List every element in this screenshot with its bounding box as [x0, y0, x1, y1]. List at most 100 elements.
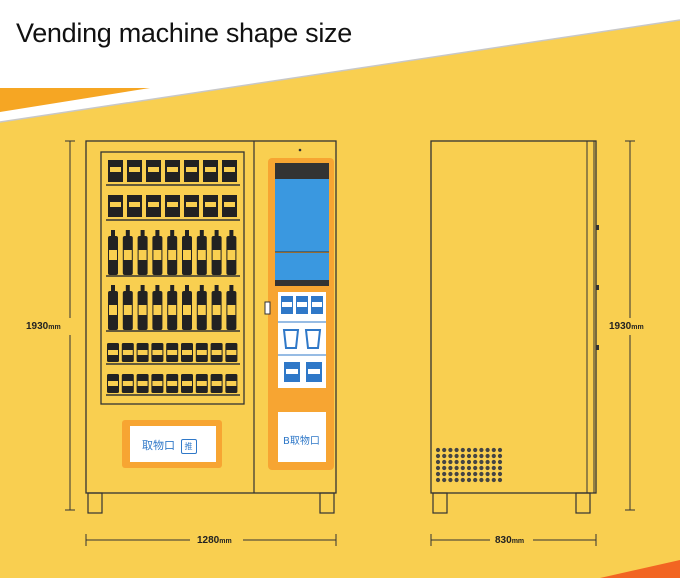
vent-hole [473, 471, 478, 477]
side-machine [430, 140, 599, 514]
can-label [108, 350, 118, 355]
vent-hole [460, 477, 465, 483]
bottle-label [197, 250, 206, 260]
dimension-height-side: 1930mm [609, 321, 644, 332]
vent-hole [448, 477, 453, 483]
sample-packet-label [308, 369, 320, 374]
bottle-cap [170, 285, 175, 291]
vent-hole [448, 453, 453, 459]
bottle-label [138, 250, 147, 260]
bottle-cap [170, 230, 175, 236]
bottle-cap [229, 230, 234, 236]
bottle-cap [199, 230, 204, 236]
vent-hole [448, 465, 453, 471]
vent-hole [485, 465, 490, 471]
vent-hole [491, 471, 496, 477]
door-lock [264, 301, 271, 315]
vent-hole [435, 477, 441, 483]
dimension-width-front: 1280mm [197, 535, 232, 546]
vent-hole [497, 459, 503, 465]
bottle-cap [155, 230, 160, 236]
vent-hole [479, 471, 484, 477]
bottle-cap [214, 230, 219, 236]
vent-hole [448, 447, 453, 453]
vent-hole [491, 477, 496, 483]
snack-label [224, 202, 235, 207]
can-label [182, 381, 192, 386]
display-window [100, 151, 245, 405]
pickup-port-right [278, 412, 326, 462]
bottle-label [109, 250, 117, 260]
vent-hole [460, 447, 465, 453]
header-divider-line [0, 19, 680, 123]
dimension-depth-side: 830mm [495, 535, 525, 546]
can-label [167, 350, 178, 355]
vent-hole [435, 447, 441, 453]
vent-hole [497, 471, 503, 477]
vent-hole [497, 477, 503, 483]
header-orange-accent [0, 88, 150, 112]
camera-dot [298, 148, 302, 152]
vent-hole [485, 453, 490, 459]
can-label [226, 381, 237, 386]
vent-hole [479, 465, 484, 471]
vent-hole [473, 459, 478, 465]
vent-hole [454, 465, 459, 471]
side-foot-left [432, 492, 448, 514]
vent-hole [454, 477, 459, 483]
can-label [122, 350, 133, 355]
vent-hole [473, 453, 478, 459]
bottle-label [183, 250, 191, 260]
vent-hole [460, 465, 465, 471]
pickup-port-right-label: B取物口 [283, 436, 320, 447]
snack-label [186, 202, 197, 207]
side-foot-right [575, 492, 591, 514]
pickup-port [130, 426, 216, 462]
bottle-label [138, 305, 147, 315]
vent-hole [454, 459, 459, 465]
bottle-label [227, 250, 236, 260]
bottle-label [212, 250, 221, 260]
screen-top-bezel [275, 163, 329, 179]
header-band [0, 0, 680, 122]
vent-hole [479, 447, 484, 453]
front-machine [85, 140, 337, 514]
bottle-cap [111, 285, 115, 291]
vent-hole [485, 477, 490, 483]
vent-hole [466, 459, 472, 465]
snack-label [129, 202, 140, 207]
bottle-label [153, 250, 162, 260]
can-label [196, 381, 207, 386]
dimension-lines [65, 140, 635, 546]
can-label [182, 350, 192, 355]
bottle-cap [125, 230, 130, 236]
can-label [108, 381, 118, 386]
vent-hole [442, 471, 447, 477]
bottle-cap [140, 230, 145, 236]
bottle-cap [214, 285, 219, 291]
sample-items [278, 296, 326, 382]
vent-hole [485, 447, 490, 453]
snack-label [224, 167, 235, 172]
page-title: Vending machine shape size [16, 18, 352, 48]
bottle-label [183, 305, 191, 315]
bottle-label [168, 305, 177, 315]
can-label [211, 381, 222, 386]
vent-hole [497, 447, 503, 453]
bottle-label [109, 305, 117, 315]
front-foot-left [87, 492, 103, 514]
vent-hole [466, 453, 472, 459]
vent-grille [435, 447, 503, 483]
can-label [152, 350, 163, 355]
pickup-badge: 推 [180, 438, 197, 454]
sample-can-label [312, 302, 322, 307]
can-label [122, 381, 133, 386]
bottle-cap [229, 285, 234, 291]
bottle-cap [111, 230, 115, 236]
vent-hole [442, 453, 447, 459]
vent-hole [491, 465, 496, 471]
vent-hole [448, 471, 453, 477]
vent-hole [454, 447, 459, 453]
can-label [167, 381, 178, 386]
